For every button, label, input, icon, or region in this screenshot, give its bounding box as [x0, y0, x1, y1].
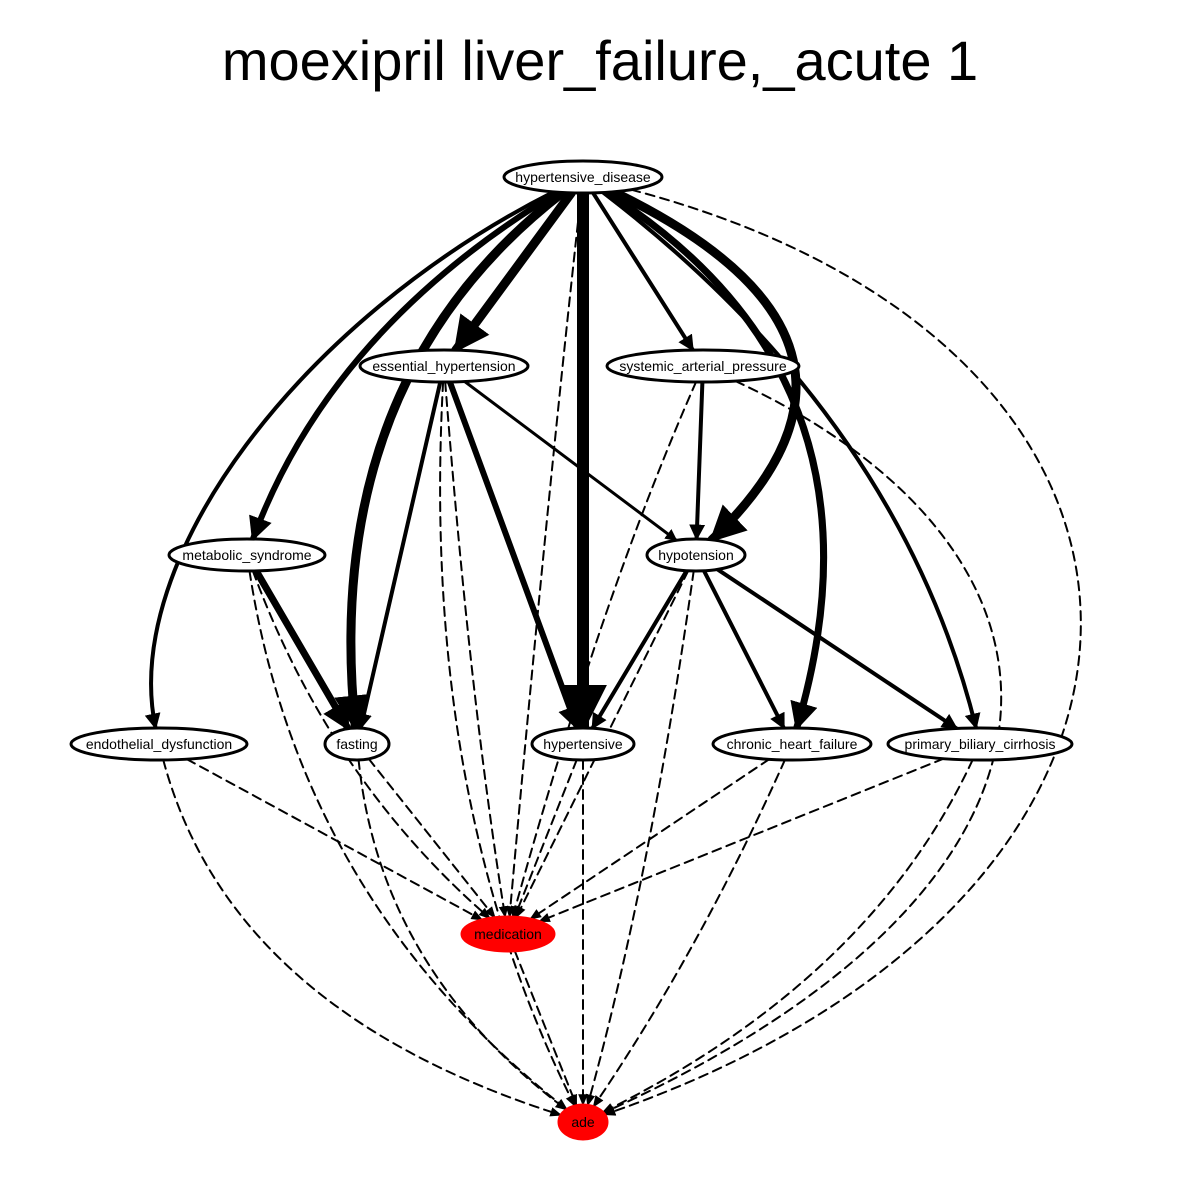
edge-hypertensive-disease-to-essential-hypertension [451, 188, 576, 355]
node-hypotension: hypotension [645, 537, 747, 573]
node-label: primary_biliary_cirrhosis [905, 736, 1056, 752]
edge-systemic-arterial-pressure-to-hypotension [689, 380, 706, 541]
edge-essential-hypertension-to-ade [439, 381, 576, 1108]
node-shape [502, 159, 664, 195]
edge-chronic-heart-failure-to-ade [592, 758, 786, 1108]
node-label: hypotension [658, 547, 734, 563]
edge-fasting-to-ade [357, 759, 568, 1111]
node-chronic-heart-failure: chronic_heart_failure [711, 726, 873, 762]
edges-layer [144, 187, 1082, 1117]
node-shape [711, 726, 873, 762]
edge-hypertensive-disease-to-hypotension [609, 187, 801, 545]
edge-hypertensive-disease-to-metabolic-syndrome [249, 189, 561, 542]
edge-systemic-arterial-pressure-to-medication [510, 381, 697, 919]
edge-hypertensive-disease-to-fasting [334, 188, 568, 733]
edge-hypertensive-disease-to-chronic-heart-failure [603, 188, 828, 732]
edge-fasting-to-medication [367, 757, 496, 919]
edge-endothelial-dysfunction-to-ade [162, 759, 563, 1117]
nodes-layer: hypertensive_disease essential_hypertensi… [69, 159, 1074, 1141]
node-shape [69, 726, 249, 762]
node-shape [645, 537, 747, 573]
node-metabolic-syndrome: metabolic_syndrome [167, 537, 327, 573]
edge-hypertensive-disease-to-endothelial-dysfunction [144, 189, 556, 730]
edge-hypertensive-disease-to-primary-biliary-cirrhosis [601, 190, 981, 730]
node-shape [605, 348, 801, 384]
node-shape [167, 537, 327, 573]
edge-hypertensive-to-medication [513, 758, 578, 919]
node-label: hypertensive_disease [515, 169, 651, 185]
edge-hypotension-to-hypertensive [590, 568, 689, 731]
edge-hypotension-to-ade [585, 570, 695, 1107]
node-medication: medication [460, 915, 556, 953]
node-hypertensive: hypertensive [530, 726, 636, 762]
edge-medication-to-ade [513, 949, 578, 1107]
node-fasting: fasting [323, 726, 391, 762]
node-shape [460, 915, 556, 953]
node-label: chronic_heart_failure [727, 736, 858, 752]
node-label: medication [474, 926, 542, 942]
node-label: endothelial_dysfunction [86, 736, 232, 752]
node-ade: ade [557, 1103, 609, 1141]
edge-hypertensive-disease-to-medication [505, 192, 583, 919]
node-shape [358, 348, 530, 384]
edge-hypotension-to-primary-biliary-cirrhosis [715, 567, 959, 731]
node-label: hypertensive [543, 736, 623, 752]
edge-systemic-arterial-pressure-to-ade [602, 380, 1003, 1114]
edge-essential-hypertension-to-medication [444, 381, 509, 919]
edge-primary-biliary-cirrhosis-to-medication [537, 757, 945, 923]
node-primary-biliary-cirrhosis: primary_biliary_cirrhosis [886, 726, 1074, 762]
edge-metabolic-syndrome-to-ade [248, 570, 568, 1111]
node-hypertensive-disease: hypertensive_disease [502, 159, 664, 195]
edge-hypertensive-disease-to-systemic-arterial-pressure [591, 190, 695, 353]
node-systemic-arterial-pressure: systemic_arterial_pressure [605, 348, 801, 384]
node-shape [530, 726, 636, 762]
edge-primary-biliary-cirrhosis-to-ade [601, 758, 974, 1114]
edge-essential-hypertension-to-fasting [356, 380, 443, 731]
edge-hypotension-to-medication [515, 569, 690, 919]
node-shape [557, 1103, 609, 1141]
node-label: essential_hypertension [372, 358, 515, 374]
node-shape [323, 726, 391, 762]
edge-essential-hypertension-to-hypertensive [446, 379, 582, 732]
graph-title: moexipril liver_failure,_acute 1 [221, 29, 979, 92]
node-label: ade [571, 1114, 595, 1130]
edge-hypotension-to-chronic-heart-failure [702, 568, 786, 731]
node-label: metabolic_syndrome [182, 547, 311, 563]
edge-endothelial-dysfunction-to-medication [185, 758, 484, 921]
node-label: systemic_arterial_pressure [619, 358, 786, 374]
node-endothelial-dysfunction: endothelial_dysfunction [69, 726, 249, 762]
edge-hypertensive-disease-to-ade [603, 188, 1082, 1116]
edge-chronic-heart-failure-to-medication [529, 758, 771, 921]
node-label: fasting [336, 736, 377, 752]
edge-metabolic-syndrome-to-fasting [252, 567, 352, 733]
edge-metabolic-syndrome-to-medication [251, 570, 491, 920]
node-essential-hypertension: essential_hypertension [358, 348, 530, 384]
node-shape [886, 726, 1074, 762]
